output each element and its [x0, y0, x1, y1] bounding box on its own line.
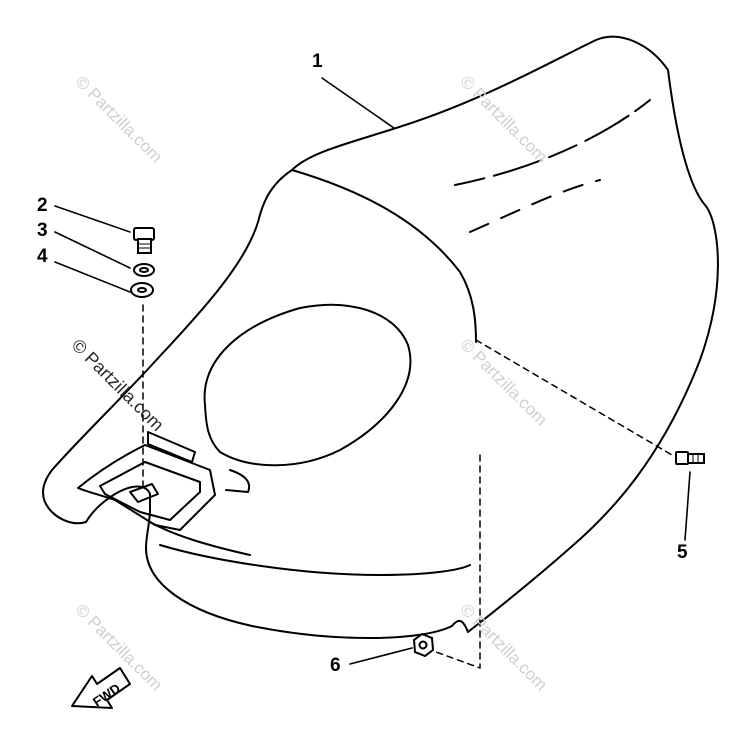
callout-leader-4	[54, 261, 131, 293]
callout-leader-1	[321, 77, 395, 129]
seat-top-shading	[454, 99, 651, 186]
leader-nut	[435, 454, 481, 669]
lock-washer-3-icon	[133, 263, 155, 277]
callout-3[interactable]: 3	[37, 220, 48, 241]
callout-leader-5	[684, 471, 691, 541]
bolt-5-icon	[675, 451, 705, 465]
callout-leader-6	[349, 647, 413, 665]
bolt-2-icon	[133, 227, 155, 254]
callout-6[interactable]: 6	[330, 655, 341, 676]
washer-4-icon	[130, 282, 154, 298]
callout-leader-2	[54, 205, 131, 233]
callout-leader-3	[54, 231, 131, 269]
seat-side-shading	[469, 179, 601, 233]
seat-recess	[203, 303, 412, 467]
mount-bracket-inner	[99, 461, 201, 521]
leader-bolt-side	[475, 339, 673, 456]
mount-bracket-tab	[147, 431, 196, 463]
seat-front-edge	[159, 544, 471, 576]
callout-1[interactable]: 1	[312, 51, 323, 72]
callout-4[interactable]: 4	[37, 246, 48, 267]
seat-backrest-contour	[291, 169, 477, 343]
callout-5[interactable]: 5	[677, 542, 688, 563]
nut-6-icon	[412, 632, 435, 658]
seat-outline	[42, 35, 719, 639]
mount-bracket-outer	[77, 444, 216, 531]
mount-bracket-hook	[225, 469, 250, 493]
callout-2[interactable]: 2	[37, 195, 48, 216]
fwd-arrow-icon	[71, 667, 131, 709]
mount-bracket-slot	[129, 483, 159, 503]
